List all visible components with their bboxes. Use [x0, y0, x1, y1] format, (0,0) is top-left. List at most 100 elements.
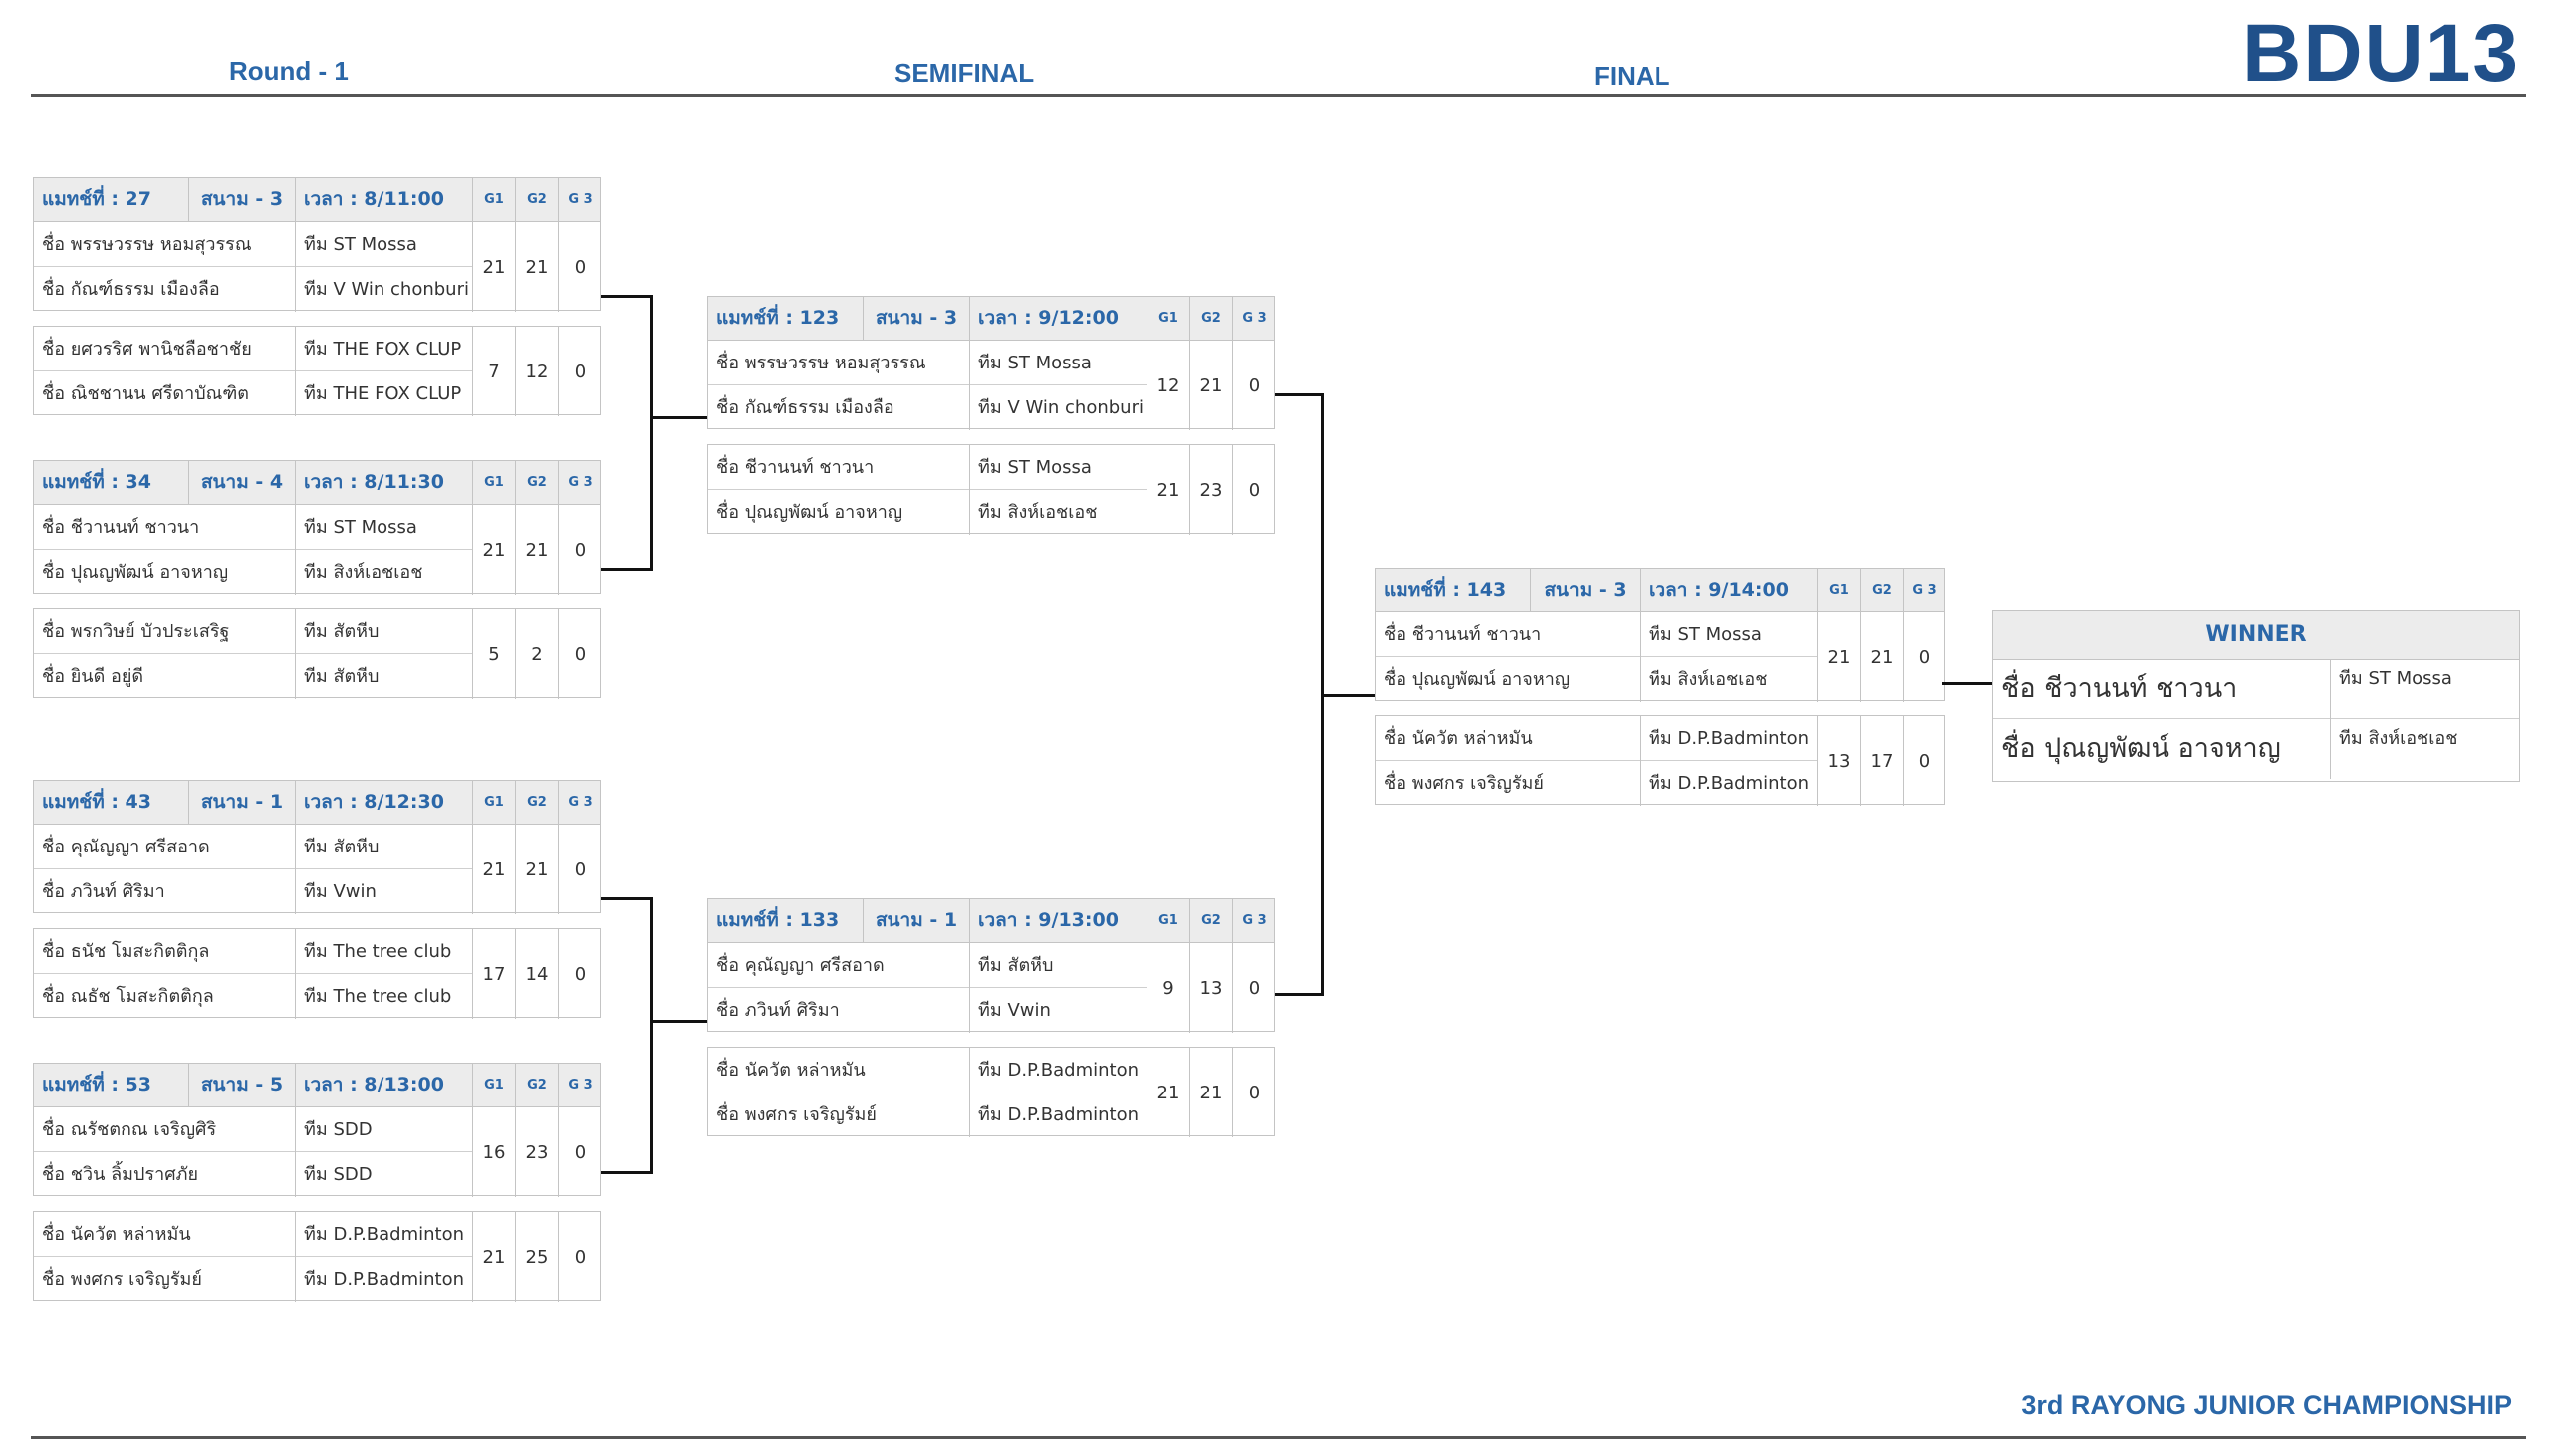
- player-row: ชื่อ ภวินท์ ศิริมา ทีม Vwin: [34, 869, 472, 914]
- court-label: สนาม - 4: [188, 461, 295, 504]
- time-label: เวลา : 8/11:00: [295, 178, 472, 221]
- player-name: ชื่อ นัควัต หล่าหมัน: [716, 1060, 866, 1081]
- top-divider: [31, 94, 2526, 97]
- player-row: ชื่อ พงศกร เจริญรัมย์ทีม D.P.Badminton: [1376, 761, 1817, 806]
- game-score-g3: 0: [558, 505, 602, 595]
- team-name: ทีม THE FOX CLUP: [295, 327, 472, 371]
- player-name: ชื่อ นัควัต หล่าหมัน: [42, 1224, 191, 1245]
- player-row: ชื่อ ภวินท์ ศิริมาทีม Vwin: [708, 988, 1147, 1033]
- team-name: ทีม The tree club: [295, 974, 472, 1019]
- team-name: ทีม THE FOX CLUP: [295, 371, 472, 416]
- game-score-g2: 21: [515, 222, 558, 312]
- g1-header: G1: [472, 781, 515, 824]
- game-score-g3: 0: [558, 825, 602, 914]
- g1-header: G1: [1817, 569, 1860, 611]
- player-name: ชื่อ คุณัญญา ศรีสอาด: [42, 837, 210, 857]
- game-score-g1: 21: [1147, 1048, 1189, 1137]
- game-score-g3: 0: [1232, 445, 1276, 535]
- g1-header: G1: [472, 178, 515, 221]
- g3-header: G 3: [1903, 569, 1946, 611]
- game-score-g2: 14: [515, 929, 558, 1019]
- player-name: ชื่อ ยศวรริศ พานิชลือชาชัย: [42, 339, 252, 360]
- player-row: ชื่อ ธนัช โมสะกิตติกุล ทีม The tree club: [34, 929, 472, 974]
- winner-player-1: ชื่อ ชีวานนท์ ชาวนา: [2001, 673, 2238, 704]
- game-score-g1: 7: [472, 327, 515, 416]
- court-label: สนาม - 5: [188, 1064, 295, 1106]
- match-card-opponent: ชื่อ นัควัต หล่าหมัน ทีม D.P.Badminton ชื่…: [33, 1211, 601, 1302]
- player-row: ชื่อ ยินดี อยู่ดีทีม สัตหีบ: [34, 654, 472, 699]
- team-name: ทีม D.P.Badminton: [969, 1048, 1147, 1092]
- game-score-g2: 21: [515, 825, 558, 914]
- team-name: ทีม สัตหีบ: [295, 609, 472, 654]
- player-name: ชื่อ ณธัช โมสะกิตติกุล: [42, 986, 214, 1007]
- winner-team-2: ทีม สิงห์เอชเอช: [2330, 719, 2519, 779]
- g1-header: G1: [472, 461, 515, 504]
- player-row: ชื่อ ณธัช โมสะกิตติกุล ทีม The tree club: [34, 974, 472, 1019]
- bracket-connector: [601, 568, 652, 571]
- g2-header: G2: [1189, 899, 1232, 942]
- player-name: ชื่อ พงศกร เจริญรัมย์: [42, 1269, 202, 1290]
- g2-header: G2: [515, 178, 558, 221]
- winner-player-2: ชื่อ ปุณญพัฒน์ อาจหาญ: [2001, 733, 2281, 764]
- match-card-opponent: ชื่อ พรกวิษย์ บัวประเสริฐทีม สัตหีบชื่อ …: [33, 608, 601, 699]
- game-score-g1: 21: [472, 505, 515, 595]
- team-name: ทีม The tree club: [295, 929, 472, 974]
- player-row: ชื่อ ยศวรริศ พานิชลือชาชัย ทีม THE FOX CL…: [34, 327, 472, 371]
- player-name: ชื่อ ชีวานนท์ ชาวนา: [716, 457, 875, 478]
- team-name: ทีม สัตหีบ: [969, 943, 1147, 988]
- player-name: ชื่อ พงศกร เจริญรัมย์: [716, 1104, 877, 1125]
- team-name: ทีม D.P.Badminton: [295, 1212, 472, 1257]
- game-score-g1: 9: [1147, 943, 1189, 1033]
- winner-row: ชื่อ ชีวานนท์ ชาวนา ทีม ST Mossa: [1993, 659, 2519, 719]
- g3-header: G 3: [558, 1064, 602, 1106]
- brand-logo: BDU13: [2242, 8, 2520, 99]
- player-row: ชื่อ ชีวานนท์ ชาวนาทีม ST Mossa: [1376, 612, 1817, 657]
- team-name: ทีม V Win chonburi: [295, 267, 472, 312]
- team-name: ทีม D.P.Badminton: [1640, 761, 1817, 806]
- player-name: ชื่อ กัณฑ์ธรรม เมืองลือ: [716, 397, 894, 418]
- player-row: ชื่อ พงศกร เจริญรัมย์ ทีม D.P.Badminton: [708, 1092, 1147, 1137]
- footer-title: 3rd RAYONG JUNIOR CHAMPIONSHIP: [2021, 1390, 2512, 1420]
- bracket-connector: [1321, 694, 1375, 697]
- court-label: สนาม - 1: [863, 899, 969, 942]
- match-number: แมทช์ที่ : 34: [42, 471, 151, 493]
- time-label: เวลา : 8/11:30: [295, 461, 472, 504]
- game-score-g1: 21: [472, 825, 515, 914]
- team-name: ทีม D.P.Badminton: [969, 1092, 1147, 1137]
- time-label: เวลา : 9/14:00: [1640, 569, 1817, 611]
- player-row: ชื่อ ปุณญพัฒน์ อาจหาญทีม สิงห์เอชเอช: [708, 490, 1147, 535]
- player-name: ชื่อ พรรษวรรษ หอมสุวรรณ: [42, 234, 252, 255]
- game-score-g1: 5: [472, 609, 515, 699]
- match-number: แมทช์ที่ : 53: [42, 1074, 151, 1095]
- player-row: ชื่อ นัควัต หล่าหมัน ทีม D.P.Badminton: [708, 1048, 1147, 1092]
- player-name: ชื่อ ณรัชตกณ เจริญศิริ: [42, 1119, 217, 1140]
- player-row: ชื่อ ชีวานนท์ ชาวนาทีม ST Mossa: [708, 445, 1147, 490]
- bracket-connector: [1275, 393, 1323, 396]
- match-number: แมทช์ที่ : 143: [1384, 579, 1507, 601]
- bracket-connector: [650, 416, 707, 419]
- player-name: ชื่อ ธนัช โมสะกิตติกุล: [42, 941, 210, 962]
- game-score-g2: 25: [515, 1212, 558, 1302]
- game-score-g1: 21: [1147, 445, 1189, 535]
- team-name: ทีม Vwin: [295, 869, 472, 914]
- game-score-g3: 0: [558, 929, 602, 1019]
- g1-header: G1: [1147, 899, 1189, 942]
- team-name: ทีม SDD: [295, 1152, 472, 1197]
- winner-team-1: ทีม ST Mossa: [2330, 659, 2519, 719]
- player-name: ชื่อ กัณฑ์ธรรม เมืองลือ: [42, 279, 220, 300]
- player-name: ชื่อ ภวินท์ ศิริมา: [42, 881, 165, 902]
- player-row: ชื่อ คุณัญญา ศรีสอาดทีม สัตหีบ: [708, 943, 1147, 988]
- player-row: ชื่อ ปุณญพัฒน์ อาจหาญทีม สิงห์เอชเอช: [34, 550, 472, 595]
- match-number: แมทช์ที่ : 43: [42, 791, 151, 813]
- player-name: ชื่อ ณิชชานน ศรีดาบัณฑิต: [42, 383, 249, 404]
- game-score-g2: 21: [1189, 341, 1232, 430]
- game-score-g1: 21: [472, 1212, 515, 1302]
- game-score-g1: 17: [472, 929, 515, 1019]
